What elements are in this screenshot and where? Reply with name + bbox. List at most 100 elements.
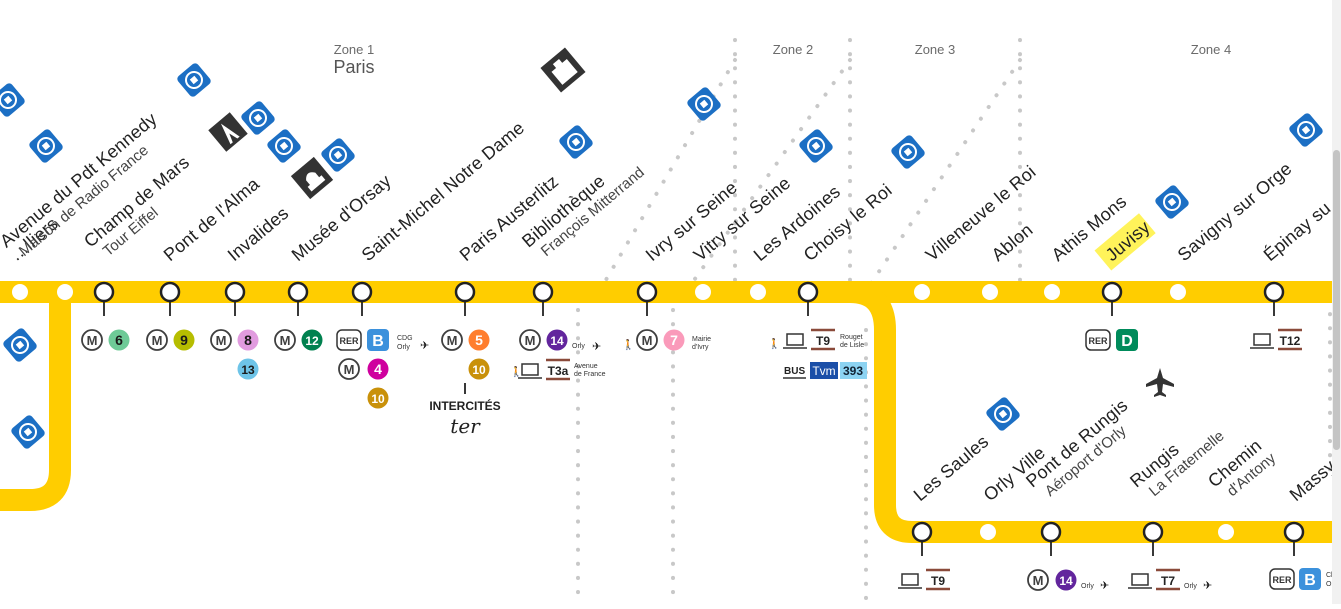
- metro-icon: [274, 329, 296, 351]
- metro-line-number: 7: [670, 332, 678, 348]
- connection-note: Mairie: [692, 336, 711, 343]
- orly-branch-track: [849, 281, 1341, 543]
- station-dot[interactable]: [351, 281, 373, 303]
- accessible-service-icon: [177, 63, 211, 97]
- walk-icon: 🚶: [768, 337, 780, 350]
- accessible-service-icon: [891, 135, 925, 169]
- station-dot[interactable]: [224, 281, 246, 303]
- accessible-glyph: [37, 137, 55, 155]
- station-dot[interactable]: [1263, 281, 1285, 303]
- plane-icon: ✈: [1203, 580, 1212, 592]
- station-dot[interactable]: [797, 281, 819, 303]
- station-dot[interactable]: [532, 281, 554, 303]
- connection-note: d'Ivry: [692, 344, 709, 351]
- connection-note: Orly: [1184, 583, 1197, 590]
- station-name: Ablon: [988, 220, 1037, 266]
- zone-label: Zone 2: [772, 42, 814, 57]
- connection-note: de Lisle: [840, 342, 864, 349]
- station-dot[interactable]: [454, 281, 476, 303]
- metro-icon: [636, 329, 658, 351]
- metro-line-9-badge: [173, 329, 195, 351]
- metro-line-number: 5: [475, 332, 483, 348]
- station-dot[interactable]: [1218, 524, 1234, 540]
- bus-tvm-badge: [810, 362, 838, 379]
- connection-note: Orly: [1081, 583, 1094, 590]
- accessible-glyph: [567, 133, 585, 151]
- station-dot[interactable]: [12, 284, 28, 300]
- metro-icon-letter: M: [152, 333, 163, 348]
- zone-label: Zone 3: [914, 42, 956, 57]
- metro-line-5-badge: [468, 329, 490, 351]
- metro-icon: [81, 329, 103, 351]
- station-dot[interactable]: [695, 284, 711, 300]
- accessible-glyph: [253, 113, 263, 123]
- station-dot[interactable]: [1040, 521, 1062, 543]
- connection-note: Orly: [572, 343, 585, 350]
- accessible-service-icon: [986, 397, 1020, 431]
- metro-line-7-badge: [663, 329, 685, 351]
- vertical-scrollbar[interactable]: [1332, 0, 1341, 604]
- station-dot[interactable]: [1142, 521, 1164, 543]
- rer-icon-text: RER: [339, 336, 359, 346]
- metro-icon: [210, 329, 232, 351]
- station-dot[interactable]: [914, 284, 930, 300]
- accessible-glyph: [15, 340, 25, 350]
- metro-line-14-badge: [1055, 569, 1077, 591]
- connection-note: Avenue: [574, 363, 598, 370]
- station-dot[interactable]: [636, 281, 658, 303]
- zone-divider: [598, 58, 737, 292]
- station-dot[interactable]: [982, 284, 998, 300]
- monument-invalides-icon: [290, 156, 334, 200]
- accessible-glyph: [1297, 121, 1315, 139]
- zone-4-label: Zone 4: [1176, 42, 1246, 57]
- accessible-glyph: [899, 143, 917, 161]
- station-dot[interactable]: [1283, 521, 1305, 543]
- tram-line-number: T7: [1161, 574, 1175, 588]
- zone-3-label: Zone 3: [900, 42, 970, 57]
- accessible-service-icon: [0, 83, 25, 117]
- rer-line-B-badge: [367, 329, 389, 351]
- rer-icon: [336, 329, 362, 351]
- station-dot[interactable]: [1044, 284, 1060, 300]
- accessible-service-icon: [1289, 113, 1323, 147]
- west-branch-track: [0, 292, 71, 511]
- station-dot[interactable]: [287, 281, 309, 303]
- metro-icon: [441, 329, 463, 351]
- station-dot[interactable]: [159, 281, 181, 303]
- metro-icon-letter: M: [87, 333, 98, 348]
- metro-icon: [1027, 569, 1049, 591]
- accessible-service-icon: [559, 125, 593, 159]
- accessible-glyph: [275, 137, 293, 155]
- station-savigny[interactable]: Savigny sur Orge: [1170, 158, 1296, 300]
- plane-icon: [1146, 368, 1174, 397]
- station-dot[interactable]: [750, 284, 766, 300]
- accessible-service-icon: [3, 328, 37, 362]
- accessible-glyph: [807, 137, 825, 155]
- plane-icon: ✈: [1100, 580, 1109, 592]
- station-dot[interactable]: [57, 284, 73, 300]
- scrollbar-thumb[interactable]: [1333, 150, 1340, 450]
- bus-icon: BUS: [784, 366, 805, 377]
- station-label-group: Choisy le Roi: [800, 180, 896, 265]
- station-dot[interactable]: [1101, 281, 1123, 303]
- station-dot[interactable]: [911, 521, 933, 543]
- station-name: Épinay su…: [1260, 186, 1341, 265]
- metro-icon: [338, 358, 360, 380]
- tram-line-number: T9: [816, 334, 830, 348]
- station-dot[interactable]: [93, 281, 115, 303]
- metro-line-number: 8: [244, 332, 252, 348]
- station-dot[interactable]: [1170, 284, 1186, 300]
- plane-icon: ✈: [592, 341, 601, 353]
- metro-icon-letter: M: [1033, 573, 1044, 588]
- metro-line-14-badge: [546, 329, 568, 351]
- station-label-group: Les Saules: [910, 431, 993, 505]
- station-dot[interactable]: [980, 524, 996, 540]
- station-label-group: Épinay su…: [1260, 186, 1341, 265]
- zone-dividers: [576, 38, 1332, 606]
- metro-line-10-badge: [367, 387, 389, 409]
- rer-line-letter: B: [372, 333, 384, 350]
- accessible-service-icon: [11, 415, 45, 449]
- metro-icon: [519, 329, 541, 351]
